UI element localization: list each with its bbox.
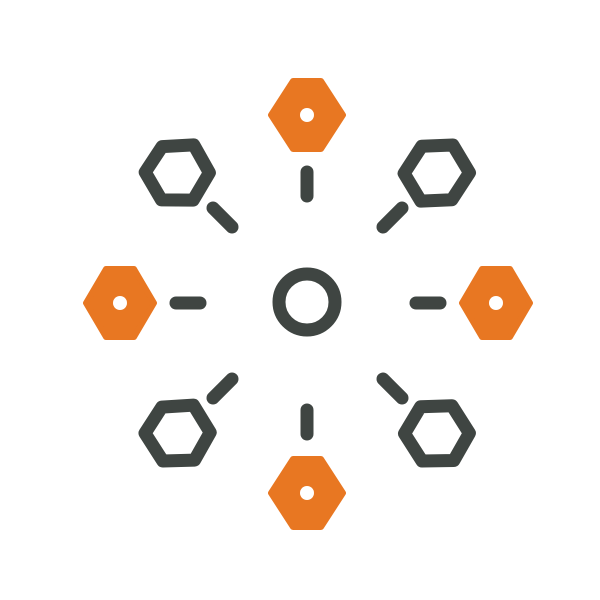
connector-northwest: [206, 201, 239, 234]
connector-northeast: [376, 201, 409, 234]
node-southeast: [398, 399, 476, 468]
connector-lines: [169, 165, 447, 441]
node-northwest: [138, 138, 216, 207]
node-northeast: [397, 138, 476, 208]
accent-nodes: [83, 78, 533, 530]
outline-nodes: [138, 138, 476, 468]
connector-southwest: [206, 372, 239, 405]
center-node: [272, 267, 342, 337]
accent-node-south: [268, 456, 346, 530]
connector-southeast: [376, 372, 409, 405]
accent-node-north: [268, 78, 346, 152]
node-southwest: [138, 398, 217, 468]
accent-node-west: [83, 266, 157, 340]
accent-node-east: [459, 266, 533, 340]
